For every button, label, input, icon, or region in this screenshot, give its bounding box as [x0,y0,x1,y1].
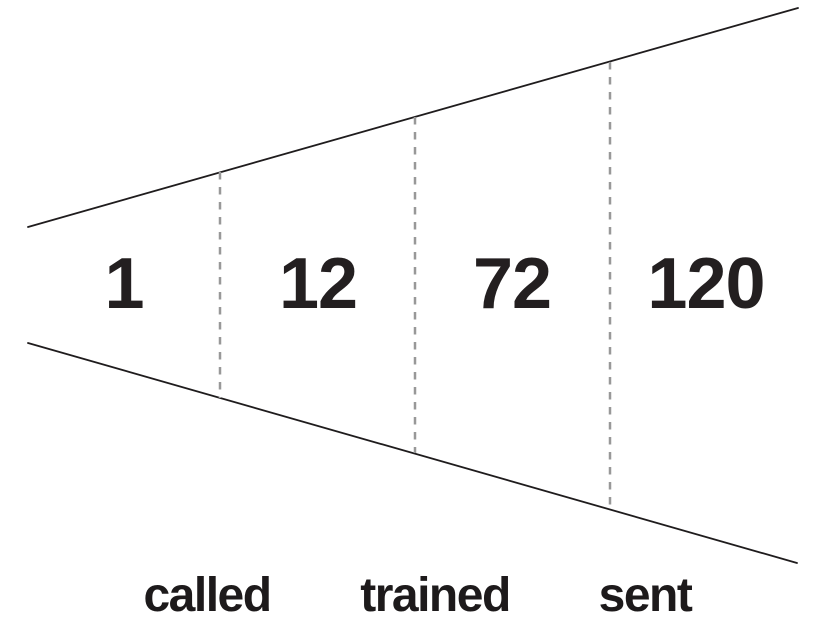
funnel-top-edge-line [27,7,799,228]
boundary-label-called: called [143,569,272,622]
funnel-bottom-edge-line [27,342,798,564]
segment-value-3: 72 [472,244,552,324]
boundary-label-sent: sent [598,569,693,622]
segment-value-2: 12 [278,244,358,324]
segment-value-4: 120 [647,244,765,324]
boundary-label-trained: trained [360,569,511,622]
segment-value-1: 1 [104,244,144,324]
